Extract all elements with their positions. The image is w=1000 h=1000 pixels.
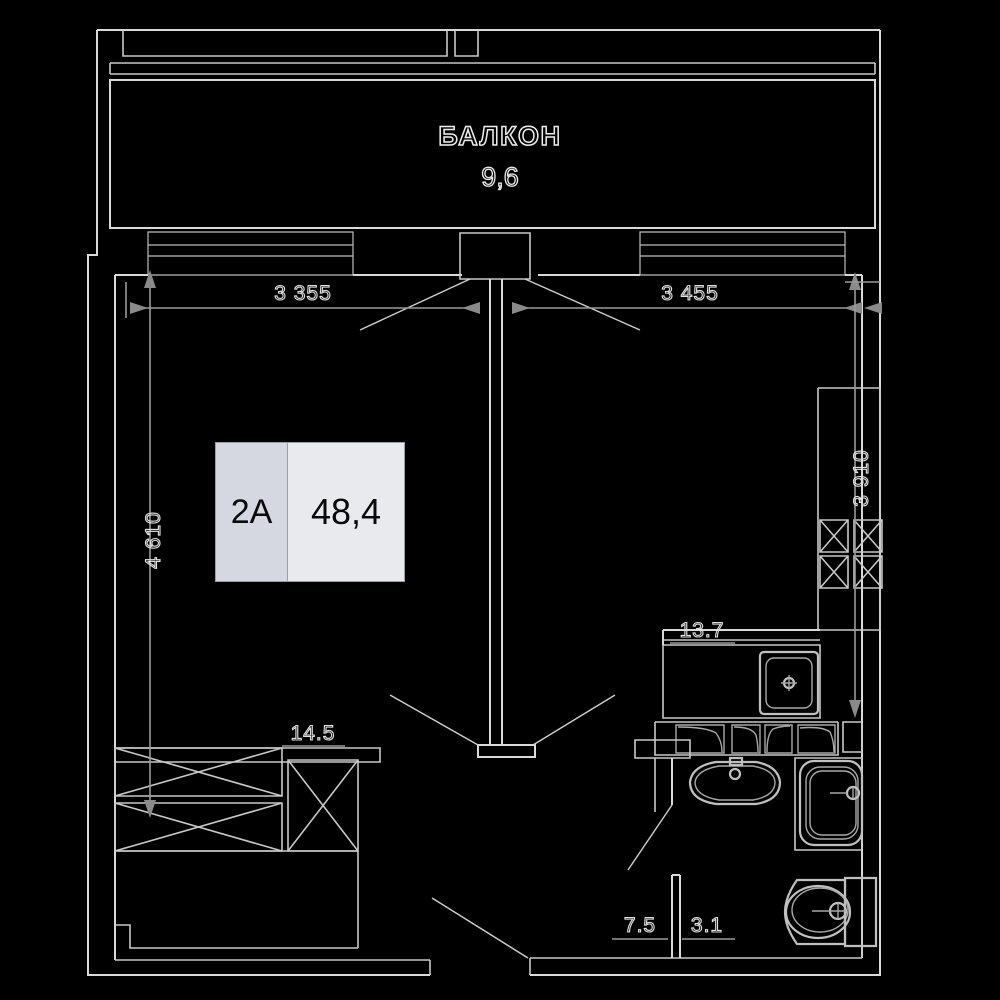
room-label-kitchen: 13.7 [680, 619, 725, 642]
kitchen-sink-icon [758, 650, 820, 716]
toilet-icon [783, 875, 878, 958]
balcony-window-left [147, 231, 354, 276]
room-area-labels: 14.5 13.7 7.5 3.1 [282, 618, 735, 940]
balcony-window-right [639, 231, 846, 276]
apartment-info-badge: 2A 48,4 [215, 442, 405, 582]
door-swing-lines [359, 278, 673, 959]
room-label-living: 14.5 [291, 722, 336, 745]
room-label-hall: 7.5 [624, 914, 656, 937]
balcony-label-group: БАЛКОН 9,6 [438, 120, 561, 192]
living-room-furniture [114, 747, 381, 949]
stove-burners-icon [675, 724, 836, 754]
outer-walls [96, 29, 881, 245]
internal-partitions [662, 629, 820, 958]
dim-left-vertical: 4 610 [142, 511, 165, 569]
shower-tray-icon [794, 757, 864, 851]
kitchen-counter [654, 639, 863, 756]
central-partition-wall [459, 232, 536, 758]
bathroom-fixtures [634, 739, 864, 851]
washbasin-icon [688, 756, 782, 806]
dim-top-left: 3 355 [274, 282, 332, 305]
unit-outer-walls [87, 245, 881, 976]
dimension-left: 4 610 [141, 270, 166, 818]
total-area-cell: 48,4 [288, 443, 404, 581]
room-label-bathroom: 3.1 [691, 914, 723, 937]
balcony-area: 9,6 [481, 162, 519, 192]
storage-closet-icon [817, 387, 883, 631]
dim-top-right: 3 455 [661, 282, 719, 305]
dimension-right: 3 910 [845, 272, 882, 718]
dim-right-vertical: 3 910 [850, 449, 873, 507]
apartment-type-cell: 2A [216, 443, 288, 581]
balcony-title: БАЛКОН [438, 121, 561, 151]
dimension-top: 3 355 3 455 [125, 281, 862, 318]
